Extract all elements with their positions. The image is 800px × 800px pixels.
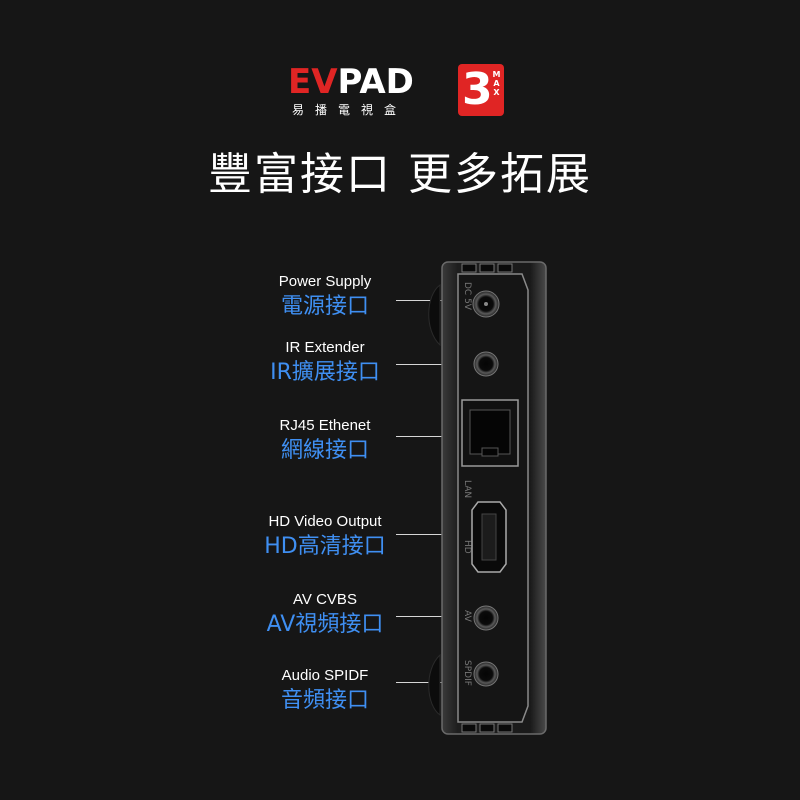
- leader-line-rj45: [396, 436, 480, 437]
- port-label-hd: HD Video Output HD高清接口: [240, 512, 410, 562]
- brand-ev: EV: [288, 62, 338, 102]
- leader-line-av: [396, 616, 482, 617]
- port-label-zh: 電源接口: [280, 294, 369, 319]
- port-label-zh: 音頻接口: [280, 688, 369, 713]
- spdif-text: SPDIF: [462, 660, 472, 686]
- dc-text: DC 5V: [462, 282, 472, 311]
- evpad-logo: EVPAD 易播電視盒 3 MAX: [288, 62, 518, 122]
- vent-slots-bottom: [461, 723, 513, 733]
- port-label-en: Audio SPIDF: [281, 667, 369, 684]
- port-label-zh: AV視頻接口: [266, 612, 384, 637]
- hd-text: HD: [462, 540, 472, 554]
- leader-line-ir: [396, 364, 482, 365]
- rubber-foot-top: [428, 284, 441, 347]
- brand-wordmark: EVPAD: [288, 62, 414, 102]
- port-label-en: RJ45 Ethenet: [279, 417, 371, 434]
- model-badge: 3 MAX: [458, 64, 504, 116]
- rj45-socket: [469, 409, 511, 455]
- port-label-en: AV CVBS: [293, 591, 357, 608]
- port-label-ir: IR Extender IR擴展接口: [240, 338, 410, 388]
- port-label-zh: HD高清接口: [264, 534, 386, 559]
- badge-max-text: MAX: [492, 70, 501, 97]
- rj45-latch: [481, 447, 499, 457]
- port-label-zh: 網線接口: [280, 438, 369, 463]
- brand-subtitle: 易播電視盒: [292, 103, 408, 117]
- port-label-av: AV CVBS AV視頻接口: [240, 590, 410, 640]
- port-panel: [457, 273, 529, 723]
- rubber-foot-bottom: [428, 653, 441, 716]
- av-jack: [473, 605, 499, 631]
- vent-slots-top: [461, 263, 513, 273]
- port-label-spdif: Audio SPIDF 音頻接口: [240, 666, 410, 716]
- port-label-en: IR Extender: [285, 339, 365, 356]
- port-label-zh: IR擴展接口: [270, 360, 380, 385]
- port-label-en: HD Video Output: [268, 513, 382, 530]
- port-label-rj45: RJ45 Ethenet 網線接口: [240, 416, 410, 466]
- av-text: AV: [462, 610, 472, 623]
- dc-pin: [484, 302, 488, 306]
- lan-text: LAN: [462, 480, 472, 498]
- badge-number: 3: [462, 64, 493, 115]
- port-label-power: Power Supply 電源接口: [240, 272, 410, 322]
- device-side-panel: DC 5V LAN HD AV SPDIF: [428, 261, 547, 735]
- ir-extender-jack: [473, 351, 499, 377]
- page-headline: 豐富接口 更多拓展: [208, 149, 592, 200]
- brand-pad: PAD: [337, 62, 414, 102]
- hdmi-tongue: [481, 513, 497, 561]
- port-label-en: Power Supply: [278, 273, 372, 290]
- spdif-jack: [473, 661, 499, 687]
- leader-line-hd: [396, 534, 484, 535]
